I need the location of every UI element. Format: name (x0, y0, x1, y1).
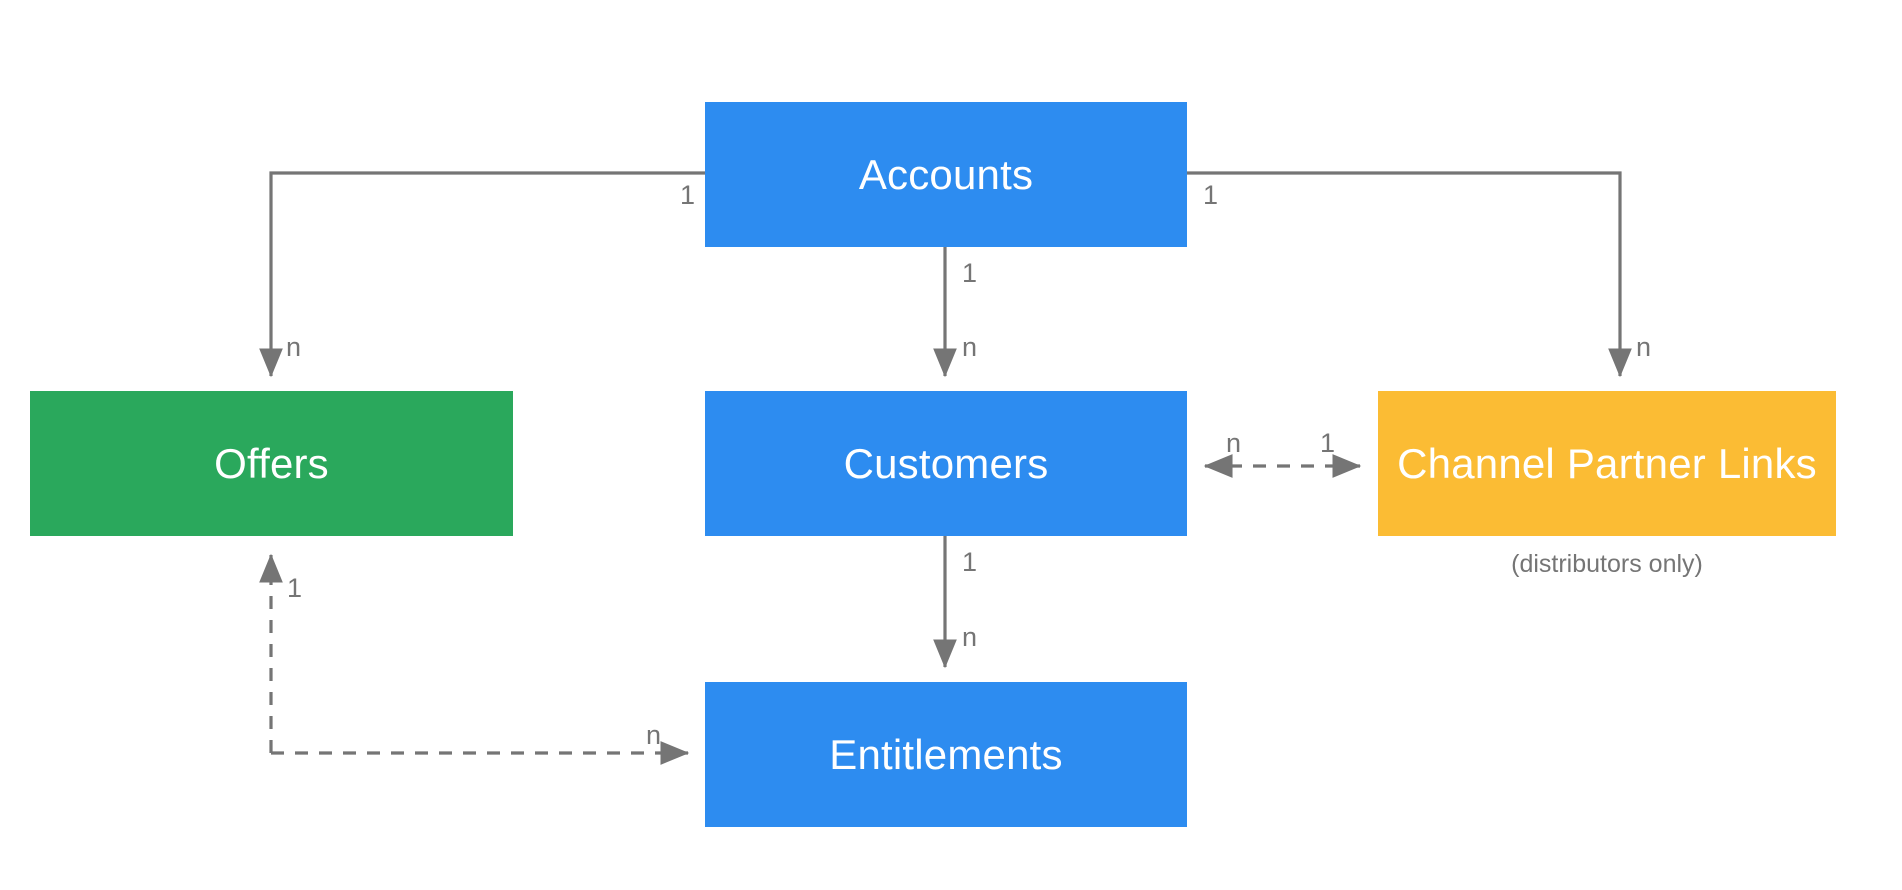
node-offers[interactable]: Offers (30, 391, 513, 536)
node-entitlements-label: Entitlements (829, 730, 1063, 778)
node-offers-label: Offers (214, 439, 329, 487)
node-channel-partner-links[interactable]: Channel Partner Links (1378, 391, 1836, 536)
node-channel-partner-links-label: Channel Partner Links (1397, 439, 1817, 487)
node-accounts[interactable]: Accounts (705, 102, 1187, 247)
edge-label-customers-entitl-n: n (962, 622, 978, 652)
edge-accounts-cplinks (1187, 171, 1632, 378)
node-customers-label: Customers (843, 439, 1049, 487)
channel-partner-links-note: (distributors only) (1511, 550, 1703, 578)
edge-label-accounts-customers-1: 1 (962, 258, 978, 288)
edge-label-customers-cplinks-1: 1 (1320, 428, 1336, 458)
node-customers[interactable]: Customers (705, 391, 1187, 536)
edge-label-accounts-offers-n: n (286, 332, 302, 362)
edge-label-offers-entitl-1: 1 (287, 573, 303, 603)
edge-label-customers-cplinks-n: n (1226, 428, 1242, 458)
node-accounts-label: Accounts (858, 150, 1034, 198)
node-entitlements[interactable]: Entitlements (705, 682, 1187, 827)
edge-label-accounts-cplinks-1: 1 (1203, 180, 1219, 210)
edge-label-offers-entitl-n: n (646, 720, 662, 750)
edge-label-accounts-cplinks-n: n (1636, 332, 1652, 362)
edge-accounts-offers (259, 171, 705, 378)
edge-label-accounts-customers-n: n (962, 332, 978, 362)
edge-label-customers-entitl-1: 1 (962, 547, 978, 577)
edge-label-accounts-offers-1: 1 (680, 180, 696, 210)
